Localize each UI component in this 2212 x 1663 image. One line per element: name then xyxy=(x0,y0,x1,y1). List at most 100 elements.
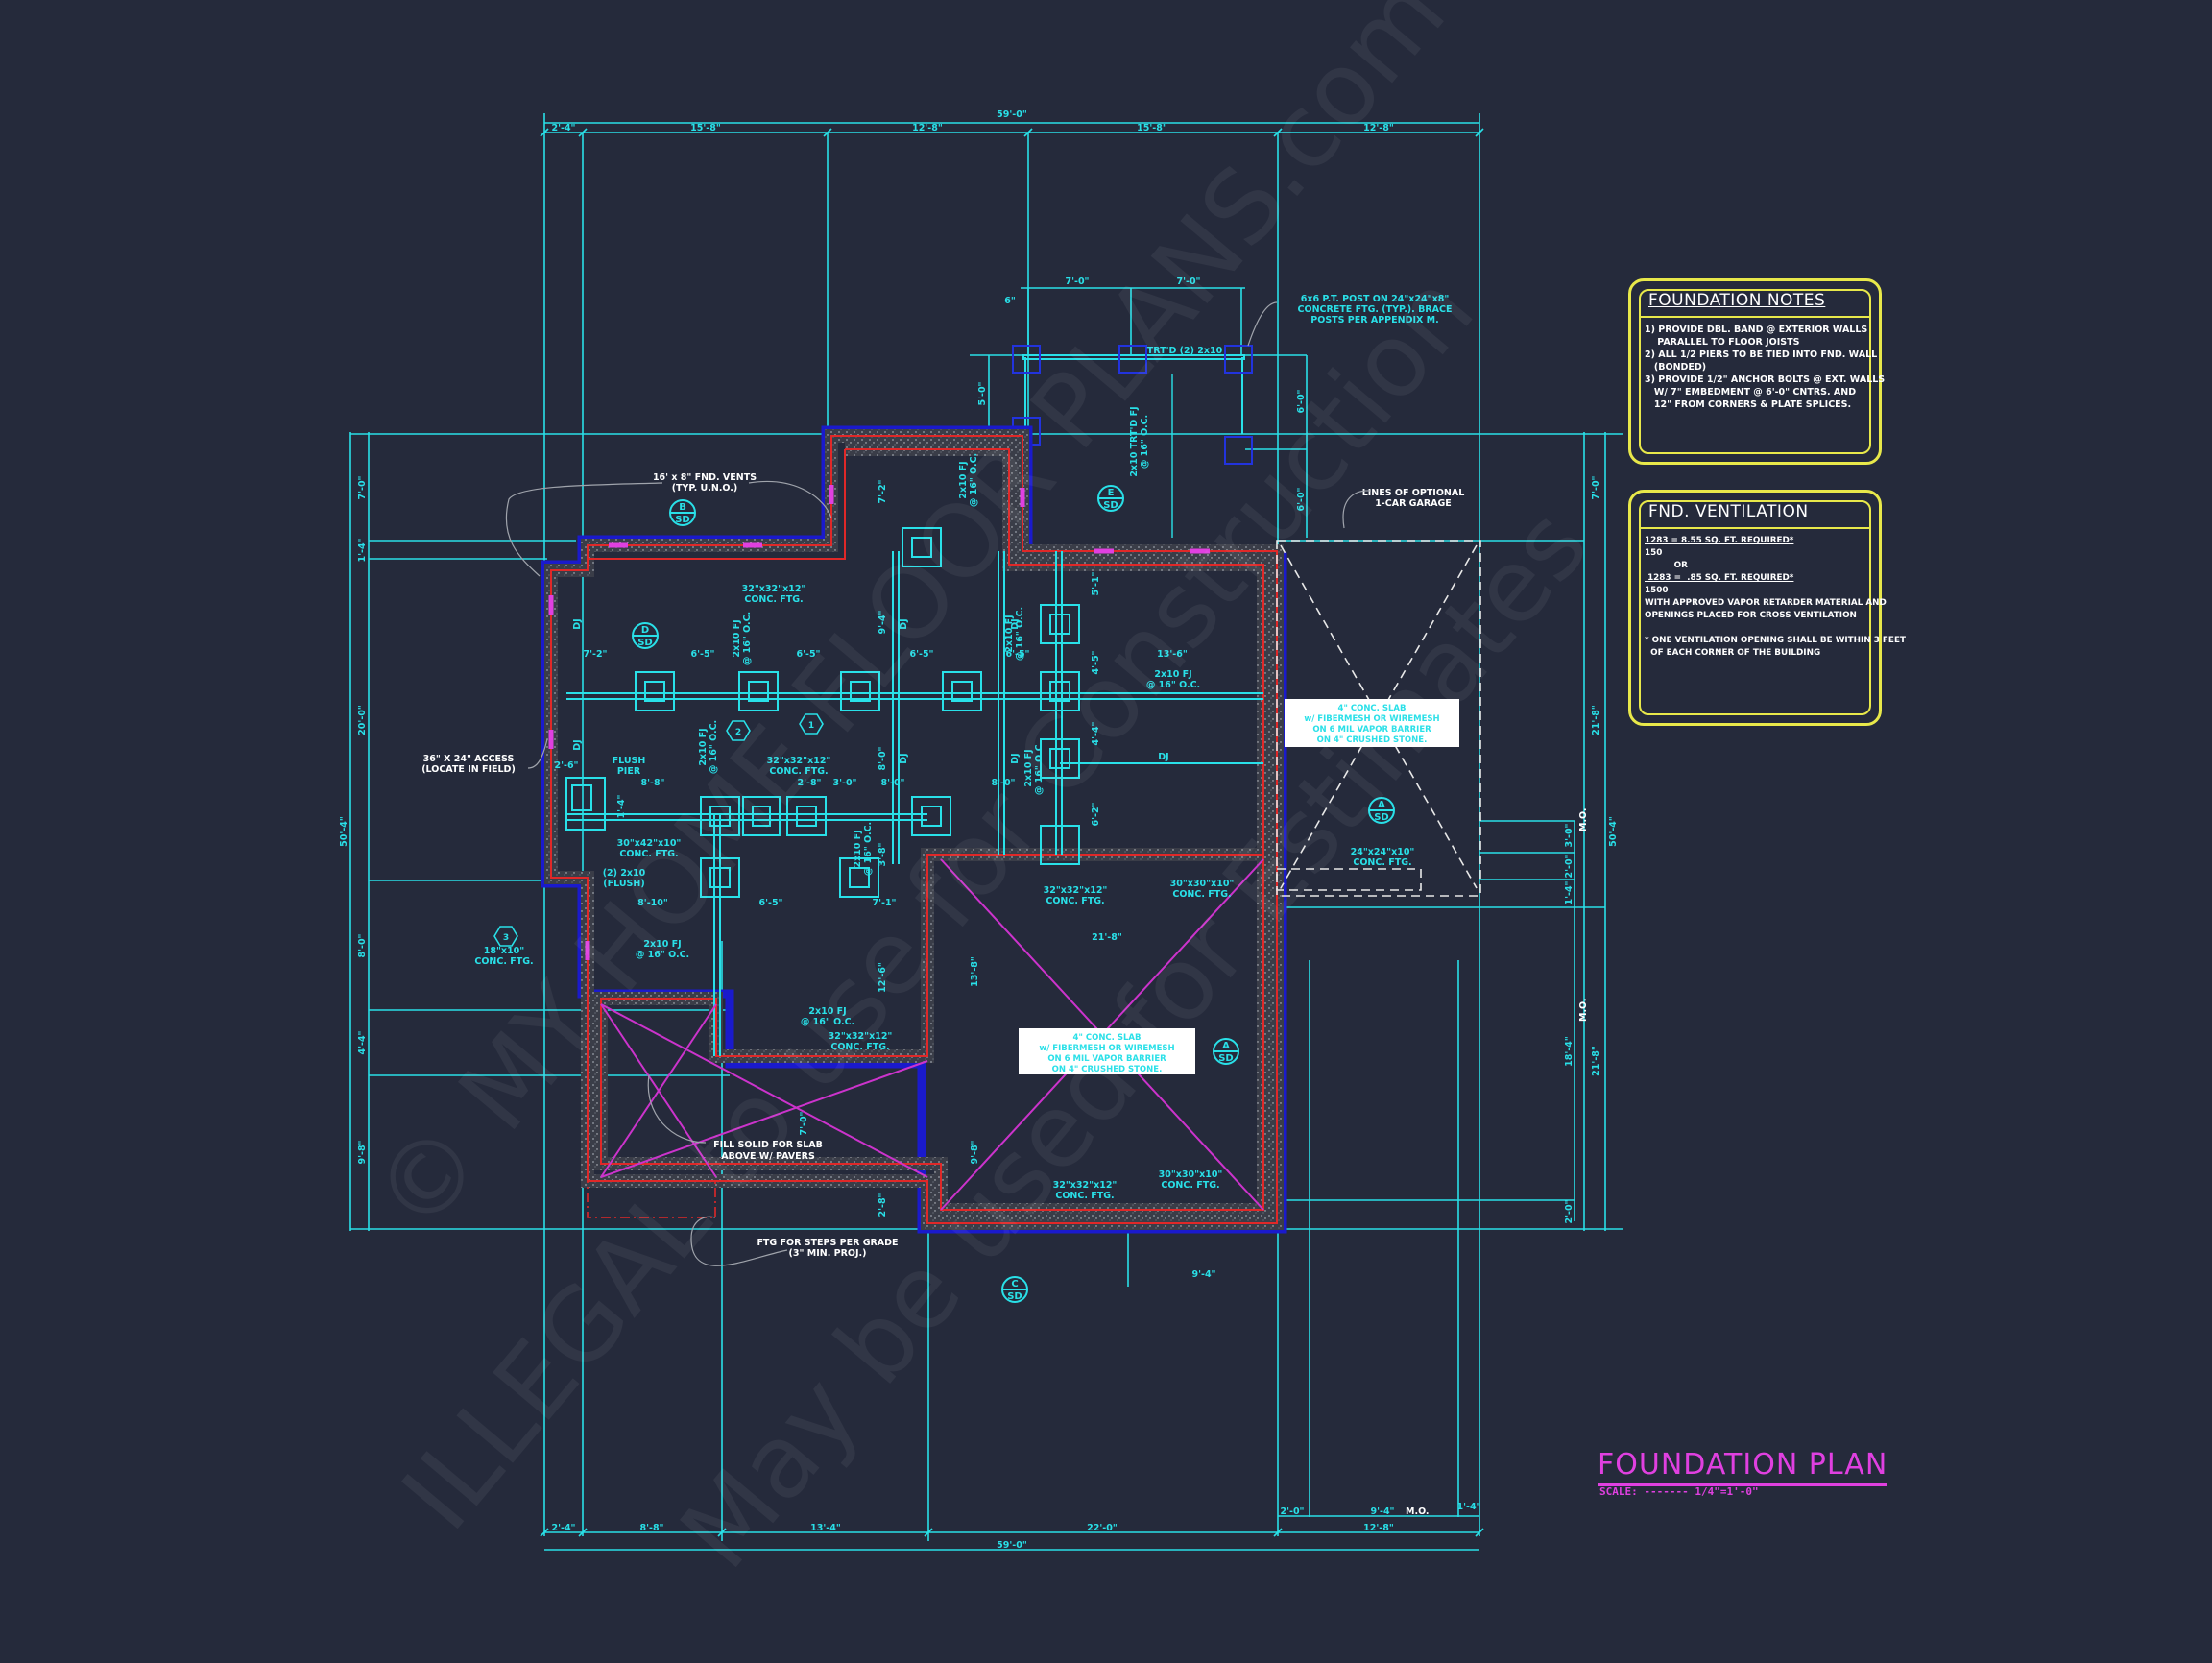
svg-text:LINES OF OPTIONAL: LINES OF OPTIONAL xyxy=(1362,488,1465,498)
slab-note-main: 4" CONC. SLAB w/ FIBERMESH OR WIREMESH O… xyxy=(1019,1028,1195,1074)
svg-text:CONC. FTG.: CONC. FTG. xyxy=(1055,1191,1114,1201)
svg-text:7'-0": 7'-0" xyxy=(799,1111,809,1135)
svg-text:3'-0": 3'-0" xyxy=(1564,823,1575,847)
vent-line: 150 xyxy=(1645,548,1663,558)
svg-text:15'-8": 15'-8" xyxy=(1137,123,1167,133)
svg-text:1'-4": 1'-4" xyxy=(1456,1502,1480,1512)
svg-text:8'-0": 8'-0" xyxy=(991,778,1015,788)
section-marker-b[interactable]: B SD xyxy=(669,499,696,526)
svg-text:@ 16" O.C.: @ 16" O.C. xyxy=(801,1017,854,1027)
svg-text:8'-8": 8'-8" xyxy=(640,778,664,788)
svg-text:2x10 FJ: 2x10 FJ xyxy=(1023,749,1034,786)
vent-line: OF EACH CORNER OF THE BUILDING xyxy=(1645,648,1821,658)
svg-text:1'-4": 1'-4" xyxy=(616,794,627,818)
section-markers[interactable]: B SD E SD D SD A SD A SD C SD xyxy=(632,485,1395,1303)
svg-text:9'-4": 9'-4" xyxy=(878,610,888,634)
svg-text:6'-5": 6'-5" xyxy=(1005,649,1029,660)
svg-text:9'-8": 9'-8" xyxy=(970,1140,980,1164)
svg-text:1'-4": 1'-4" xyxy=(357,538,368,562)
svg-text:CONC. FTG.: CONC. FTG. xyxy=(1172,889,1231,900)
svg-text:A: A xyxy=(1378,800,1385,810)
svg-text:8'-10": 8'-10" xyxy=(637,898,668,908)
svg-text:5'-0": 5'-0" xyxy=(977,381,988,405)
svg-text:13'-4": 13'-4" xyxy=(810,1523,841,1533)
svg-text:ON 4" CRUSHED STONE.: ON 4" CRUSHED STONE. xyxy=(1052,1065,1163,1074)
svg-text:@ 16" O.C.: @ 16" O.C. xyxy=(1015,607,1025,661)
note-line: W/ 7" EMBEDMENT @ 6'-0" CNTRS. AND xyxy=(1645,387,1857,398)
svg-text:16' x 8" FND. VENTS: 16' x 8" FND. VENTS xyxy=(653,472,757,483)
section-marker-a-garage[interactable]: A SD xyxy=(1368,797,1395,824)
svg-text:A: A xyxy=(1222,1041,1230,1051)
svg-text:SD: SD xyxy=(637,638,653,648)
svg-text:59'-0": 59'-0" xyxy=(997,109,1027,120)
svg-text:CONC. FTG.: CONC. FTG. xyxy=(830,1042,889,1052)
vent-line: 1283 = 8.55 SQ. FT. REQUIRED* xyxy=(1645,536,1794,545)
svg-text:FTG FOR STEPS PER GRADE: FTG FOR STEPS PER GRADE xyxy=(757,1238,898,1248)
svg-text:DJ: DJ xyxy=(1010,618,1021,629)
svg-text:@ 16" O.C.: @ 16" O.C. xyxy=(863,822,874,876)
dimension-ticks xyxy=(540,128,1484,1537)
svg-text:1-CAR GARAGE: 1-CAR GARAGE xyxy=(1375,498,1452,509)
svg-text:6'-5": 6'-5" xyxy=(690,649,714,660)
fnd-ventilation-frame xyxy=(1639,500,1871,715)
svg-text:SD: SD xyxy=(675,515,690,525)
svg-text:7'-0": 7'-0" xyxy=(1176,277,1200,287)
svg-text:@ 16" O.C.: @ 16" O.C. xyxy=(742,612,753,665)
hex-tags: 2 1 3 xyxy=(493,713,824,947)
svg-text:@ 16" O.C.: @ 16" O.C. xyxy=(636,950,689,960)
section-marker-a-main[interactable]: A SD xyxy=(1213,1038,1239,1065)
svg-text:4" CONC. SLAB: 4" CONC. SLAB xyxy=(1338,704,1407,713)
svg-text:6'-0": 6'-0" xyxy=(1296,389,1307,413)
svg-text:M.O.: M.O. xyxy=(1406,1506,1430,1517)
svg-text:32"x32"x12": 32"x32"x12" xyxy=(829,1031,893,1042)
svg-text:7'-0": 7'-0" xyxy=(1591,475,1601,499)
rear-porch xyxy=(1012,345,1253,538)
section-marker-c[interactable]: C SD xyxy=(1001,1276,1028,1303)
leader-lines xyxy=(505,301,1372,1266)
svg-text:w/ FIBERMESH OR WIREMESH: w/ FIBERMESH OR WIREMESH xyxy=(1039,1044,1174,1053)
note-line: 3) PROVIDE 1/2" ANCHOR BOLTS @ EXT. WALL… xyxy=(1645,374,1886,385)
vent-line: OR xyxy=(1645,561,1688,570)
svg-text:4'-4": 4'-4" xyxy=(357,1030,368,1054)
svg-text:8'-0": 8'-0" xyxy=(878,746,888,770)
svg-text:3: 3 xyxy=(503,933,509,943)
svg-text:3'-8": 3'-8" xyxy=(878,842,888,866)
section-marker-d[interactable]: D SD xyxy=(632,622,659,649)
svg-text:20'-0": 20'-0" xyxy=(357,705,368,735)
svg-text:CONC. FTG.: CONC. FTG. xyxy=(744,594,803,605)
svg-text:SD: SD xyxy=(1374,812,1389,823)
svg-text:2x10 FJ: 2x10 FJ xyxy=(853,830,863,867)
callout-texts: 16' x 8" FND. VENTS (TYP. U.N.O.) LINES … xyxy=(421,294,1464,1280)
svg-text:9'-4": 9'-4" xyxy=(1370,1506,1394,1517)
dimension-texts: 59'-0" 2'-4" 15'-8" 12'-8" 15'-8" 12'-8"… xyxy=(339,109,1619,1551)
svg-text:32"x32"x12": 32"x32"x12" xyxy=(767,756,831,766)
svg-text:2'-0": 2'-0" xyxy=(1280,1506,1304,1517)
svg-text:2x10 FJ: 2x10 FJ xyxy=(1154,669,1191,680)
svg-text:12'-8": 12'-8" xyxy=(1363,1523,1394,1533)
svg-text:3'-0": 3'-0" xyxy=(832,778,856,788)
svg-text:6x6 P.T. POST ON 24"x24"x8": 6x6 P.T. POST ON 24"x24"x8" xyxy=(1301,294,1450,304)
svg-text:30"x42"x10": 30"x42"x10" xyxy=(617,838,682,849)
svg-text:30"x30"x10": 30"x30"x10" xyxy=(1159,1169,1223,1180)
section-marker-e[interactable]: E SD xyxy=(1097,485,1124,512)
fnd-ventilation-body: 1283 = 8.55 SQ. FT. REQUIRED* 150 OR 128… xyxy=(1645,535,1906,660)
svg-text:FILL SOLID FOR SLAB: FILL SOLID FOR SLAB xyxy=(713,1140,823,1150)
svg-text:50'-4": 50'-4" xyxy=(1608,816,1619,847)
svg-text:SD: SD xyxy=(1103,500,1118,511)
svg-text:SD: SD xyxy=(1218,1053,1234,1064)
svg-text:32"x32"x12": 32"x32"x12" xyxy=(1044,885,1108,896)
svg-text:6": 6" xyxy=(1004,296,1016,306)
vent-line xyxy=(1645,622,1869,635)
svg-text:FLUSH: FLUSH xyxy=(613,756,646,766)
svg-text:CONC. FTG.: CONC. FTG. xyxy=(474,956,533,967)
svg-text:CONC. FTG.: CONC. FTG. xyxy=(619,849,678,859)
svg-text:6'-2": 6'-2" xyxy=(1091,802,1101,826)
svg-text:(FLUSH): (FLUSH) xyxy=(603,879,644,889)
svg-text:8'-0": 8'-0" xyxy=(880,778,904,788)
svg-text:9'-8": 9'-8" xyxy=(357,1140,368,1164)
svg-text:30"x30"x10": 30"x30"x10" xyxy=(1170,879,1235,889)
svg-text:ABOVE W/ PAVERS: ABOVE W/ PAVERS xyxy=(721,1151,815,1162)
steps-footing xyxy=(587,1180,716,1218)
